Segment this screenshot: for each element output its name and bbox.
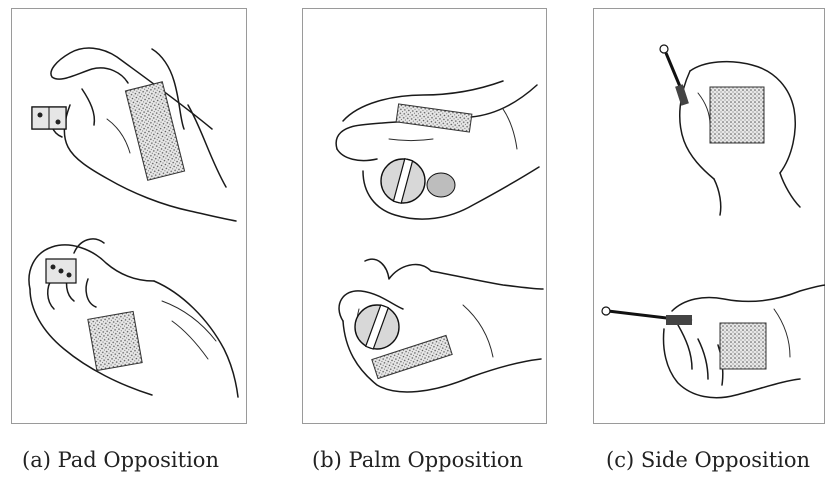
palm-opposition-top-hand — [336, 81, 539, 219]
key-object — [660, 45, 689, 106]
pad-opposition-illustration — [12, 9, 248, 425]
dice-object-lower — [46, 259, 76, 283]
side-opposition-top-hand — [660, 45, 800, 215]
dice-object — [32, 107, 66, 129]
pad-opposition-bottom-hand — [29, 239, 238, 397]
palm-contact-area — [396, 104, 472, 132]
screw-knob-object — [381, 159, 455, 204]
pad-contact-area-lower — [88, 311, 142, 370]
palm-opposition-illustration — [303, 9, 548, 425]
side-contact-area — [710, 87, 764, 143]
caption-palm-opposition: (b) Palm Opposition — [312, 448, 523, 472]
panel-side-opposition — [593, 8, 825, 424]
key-object-lower — [602, 307, 692, 325]
side-opposition-illustration — [594, 9, 825, 425]
caption-side-opposition: (c) Side Opposition — [606, 448, 810, 472]
screw-knob-object-lower — [355, 305, 399, 349]
panel-palm-opposition — [302, 8, 547, 424]
side-contact-area-lower — [720, 323, 766, 369]
caption-pad-opposition: (a) Pad Opposition — [22, 448, 219, 472]
panel-pad-opposition — [11, 8, 247, 424]
palm-opposition-bottom-hand — [339, 259, 543, 392]
pad-opposition-top-hand — [32, 48, 236, 221]
side-opposition-bottom-hand — [602, 285, 825, 398]
pad-contact-area — [125, 82, 184, 180]
